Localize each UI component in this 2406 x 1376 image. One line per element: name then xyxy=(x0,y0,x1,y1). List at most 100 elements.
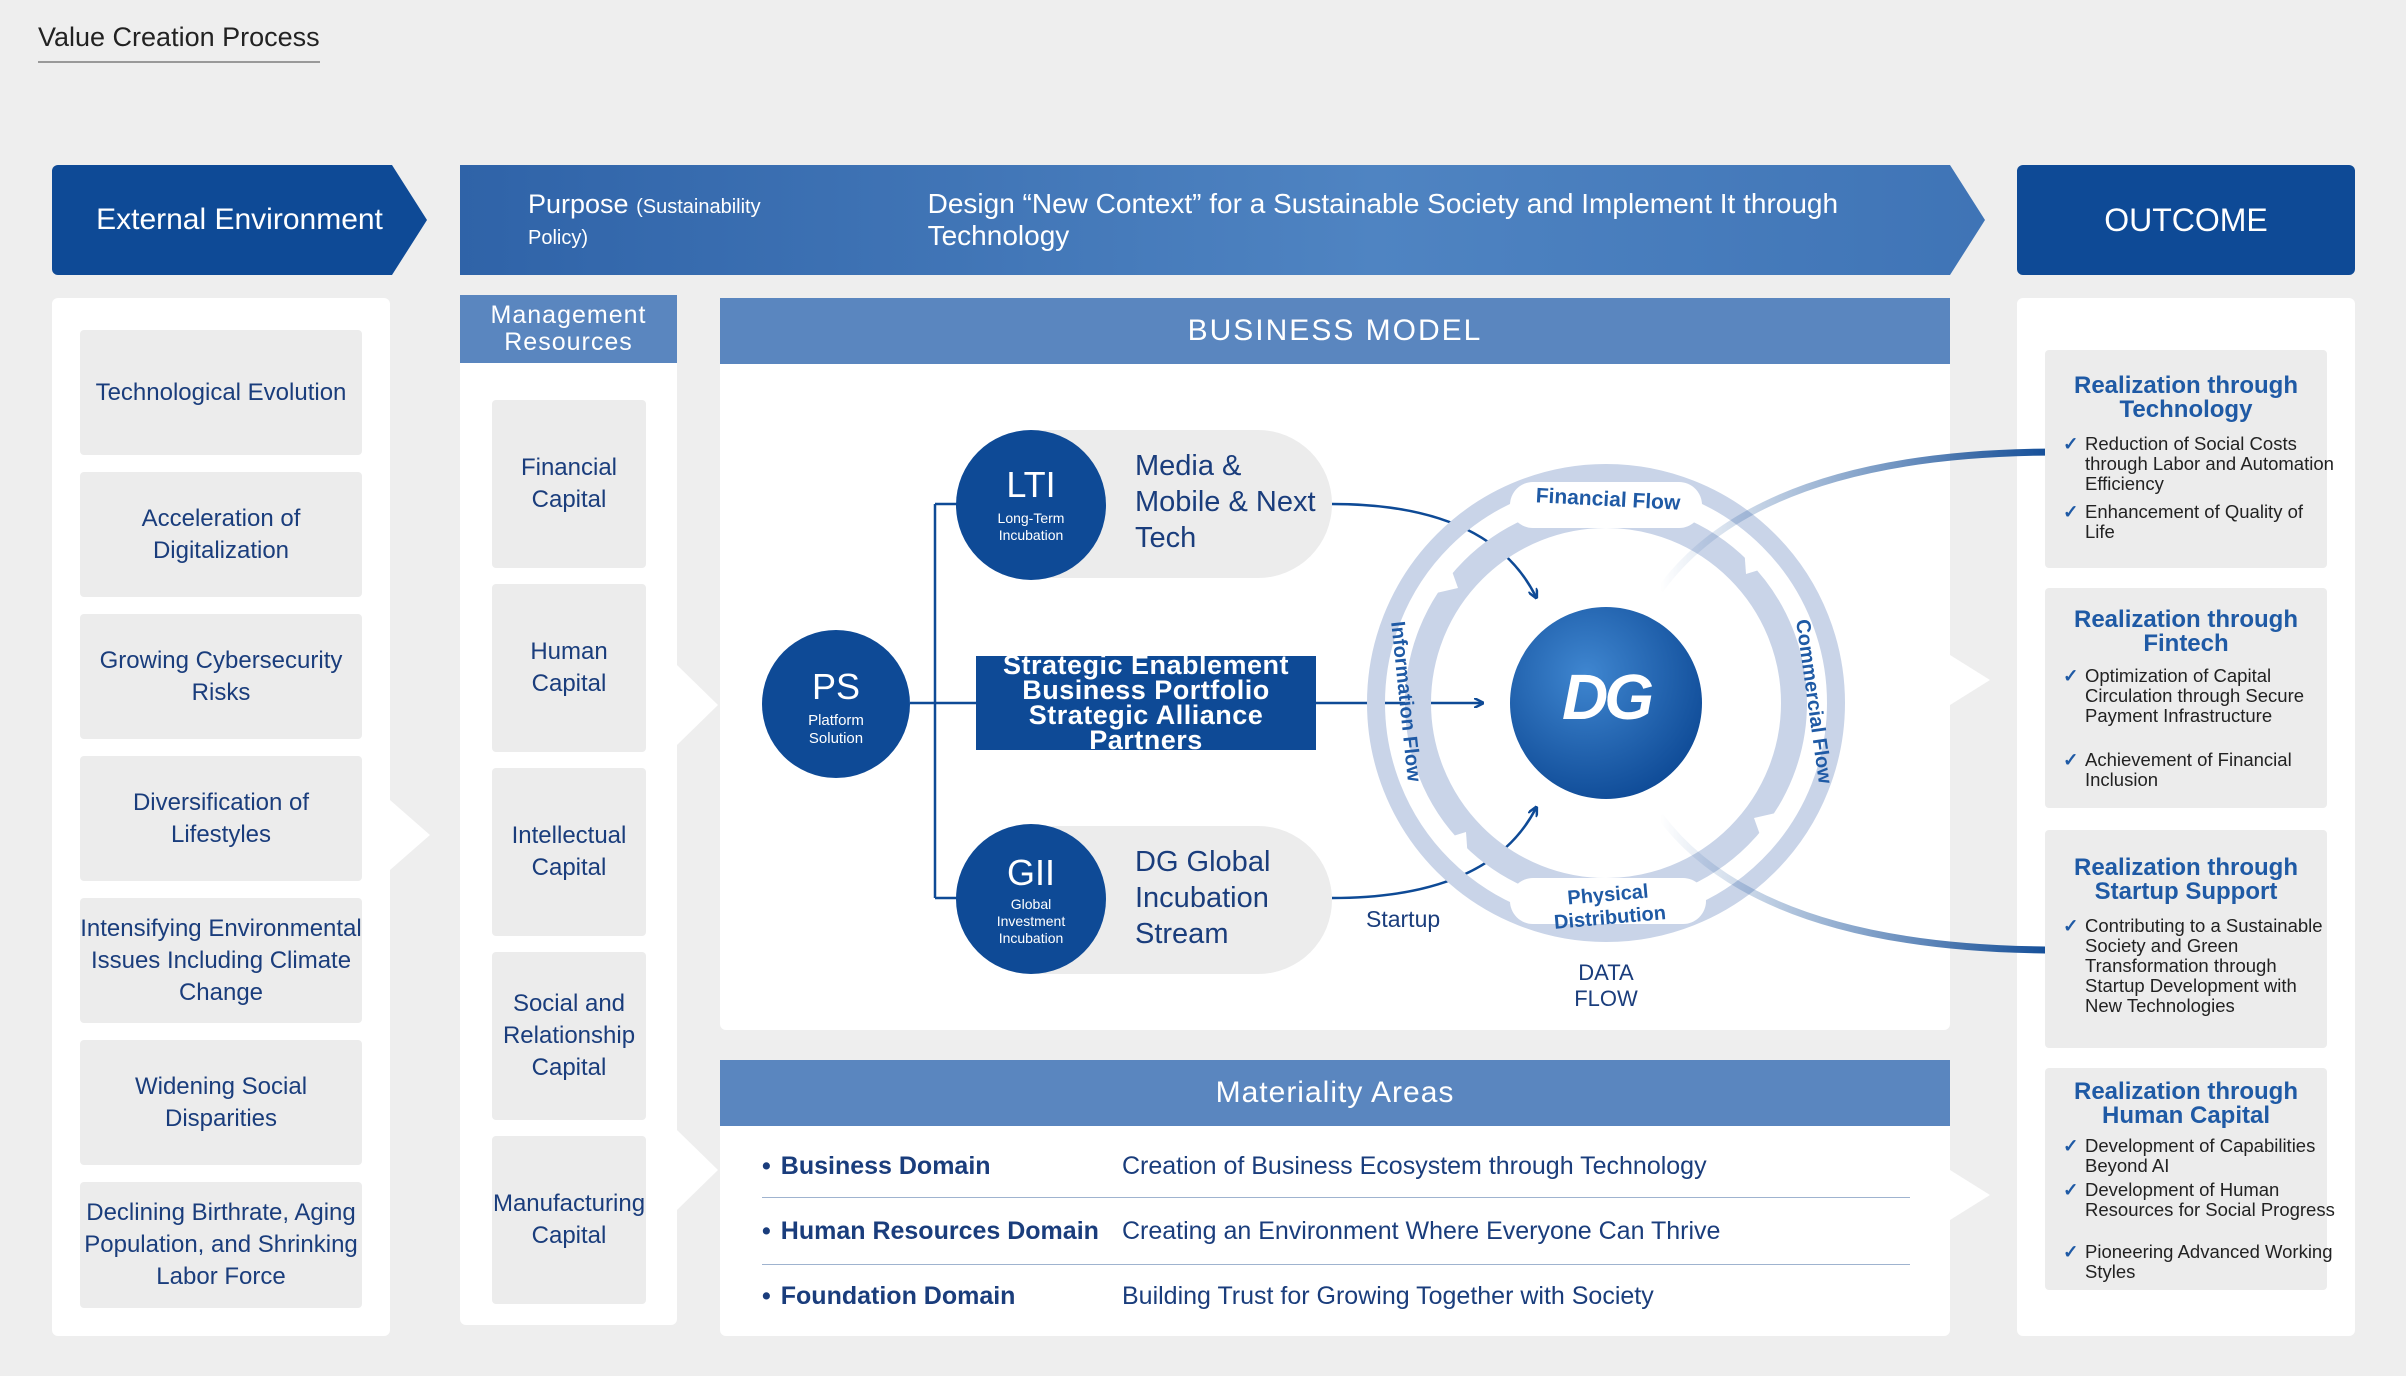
purpose-sub: (Sustainability Policy) xyxy=(528,196,761,249)
outcome-check-item: ✓ Reduction of Social Costs through Labor… xyxy=(2063,434,2335,494)
outcome-title-line: Startup Support xyxy=(2094,878,2278,905)
outcome-title-line: Realization through xyxy=(2074,606,2298,633)
lti-desc: Media & Mobile & Next Tech xyxy=(1135,450,1316,554)
business-model-header: BUSINESS MODEL xyxy=(720,298,1950,364)
gii-name: Global Investment Incubation xyxy=(996,896,1066,946)
external-item: Widening Social Disparities xyxy=(80,1040,362,1165)
outcome-header: OUTCOME xyxy=(2017,165,2355,275)
materiality-desc: Creation of Business Ecosystem through T… xyxy=(1122,1151,1707,1180)
management-item: Financial Capital xyxy=(492,400,646,568)
lti-node: LTI Long-Term Incubation xyxy=(956,430,1106,580)
outcome-title-line: Realization through xyxy=(2074,372,2298,399)
connector-mr-to-bm xyxy=(677,665,718,745)
outcome-check-text: Development of Capabilities Beyond AI xyxy=(2085,1135,2316,1176)
materiality-domain: Foundation Domain xyxy=(762,1282,1122,1311)
outcome-title-line: Human Capital xyxy=(2101,1102,2271,1129)
outcome-check-item: ✓ Development of Capabilities Beyond AI xyxy=(2063,1136,2335,1176)
ring-arrow xyxy=(1754,812,1780,846)
startup-label: Startup xyxy=(1366,906,1441,932)
lti-abbr: LTI xyxy=(1006,464,1056,505)
management-item: Manufacturing Capital xyxy=(492,1136,646,1304)
check-icon: ✓ xyxy=(2063,433,2079,454)
purpose-label-text: Purpose xyxy=(528,189,629,219)
materiality-domain: Business Domain xyxy=(762,1152,1122,1181)
outcome-arrow-3 xyxy=(1657,813,2086,967)
outcome-check-item: ✓ Optimization of Capital Circulation thr… xyxy=(2063,666,2335,726)
management-header: Management Resources xyxy=(460,295,677,363)
external-item: Declining Birthrate, Aging Population, a… xyxy=(80,1182,362,1308)
check-icon: ✓ xyxy=(2063,1135,2079,1156)
management-item: Intellectual Capital xyxy=(492,768,646,936)
materiality-row: Business Domain Creation of Business Eco… xyxy=(762,1134,1910,1198)
materiality-divider xyxy=(762,1197,1910,1198)
dg-logo-text: DG xyxy=(1562,661,1654,733)
connector-mr-to-mat xyxy=(677,1130,718,1210)
materiality-domain: Human Resources Domain xyxy=(762,1217,1122,1246)
outcome-check-item: ✓Development of Human Resources for Soci… xyxy=(2063,1180,2335,1220)
business-model-panel xyxy=(720,298,1950,1030)
purpose-text: Design “New Context” for a Sustainable S… xyxy=(927,188,1839,251)
physical-flow-pill xyxy=(1510,878,1706,924)
connector-mat-to-out xyxy=(1950,1170,1990,1220)
page-title: Value Creation Process xyxy=(38,22,320,63)
check-icon: ✓ xyxy=(2063,501,2079,522)
ring-arrow xyxy=(1432,560,1458,594)
outcome-check-item: ✓ Contributing to a Sustainable Society a… xyxy=(2063,916,2335,1016)
ps-node: PS Platform Solution xyxy=(762,630,910,778)
strategic-line: Business Portfolio xyxy=(1022,675,1270,705)
dg-logo-circle xyxy=(1510,607,1702,799)
strategic-box: Strategic Enablement Business Portfolio … xyxy=(976,650,1316,755)
outcome-arrow-1 xyxy=(1657,435,2086,593)
materiality-desc: Creating an Environment Where Everyone C… xyxy=(1122,1216,1721,1245)
outcome-title-line: Realization through xyxy=(2074,854,2298,881)
outcome-check-item: ✓ Achievement of Financial Inclusion xyxy=(2063,750,2335,790)
strategic-line: Strategic Enablement xyxy=(1002,650,1290,680)
management-item: Social and Relationship Capital xyxy=(492,952,646,1120)
check-icon: ✓ xyxy=(2063,749,2079,770)
connector-bm-to-out xyxy=(1950,655,1990,705)
materiality-divider xyxy=(762,1264,1910,1265)
outcome-check-text: Pioneering Advanced Working Styles xyxy=(2085,1241,2333,1282)
ring-arrow xyxy=(1744,546,1772,574)
outcome-check-text: Reduction of Social Costs through Labor … xyxy=(2085,433,2334,494)
check-icon: ✓ xyxy=(2063,915,2079,936)
external-item: Acceleration of Digitalization xyxy=(80,472,362,597)
outcome-title-line: Fintech xyxy=(2143,630,2229,657)
ps-abbr: PS xyxy=(811,666,861,707)
outcome-check-text: Contributing to a Sustainable Society an… xyxy=(2085,915,2323,1016)
materiality-row: Foundation Domain Building Trust for Gro… xyxy=(762,1264,1910,1328)
materiality-header: Materiality Areas xyxy=(720,1060,1950,1126)
gii-desc: DG Global Incubation Stream xyxy=(1135,846,1271,950)
lti-name: Long-Term Incubation xyxy=(997,510,1065,543)
strategic-line: Strategic Alliance Partners xyxy=(1028,700,1264,755)
materiality-desc: Building Trust for Growing Together with… xyxy=(1122,1281,1654,1310)
financial-flow-pill xyxy=(1510,482,1702,528)
external-item: Intensifying Environmental Issues Includ… xyxy=(80,898,362,1023)
management-item: Human Capital xyxy=(492,584,646,752)
external-environment-header: External Environment xyxy=(52,165,427,275)
connector-ext-to-mr xyxy=(390,800,430,870)
outcome-check-item: ✓ Pioneering Advanced Working Styles xyxy=(2063,1242,2335,1282)
external-item: Growing Cybersecurity Risks xyxy=(80,614,362,739)
outcome-check-text: Achievement of Financial Inclusion xyxy=(2085,749,2292,790)
check-icon: ✓ xyxy=(2063,665,2079,686)
materiality-row: Human Resources Domain Creating an Envir… xyxy=(762,1199,1910,1263)
check-icon: ✓ xyxy=(2063,1179,2079,1200)
ps-name: Platform Solution xyxy=(808,712,864,747)
gii-abbr: GII xyxy=(1006,852,1055,893)
outcome-title-line: Realization through xyxy=(2074,1078,2298,1105)
external-item: Technological Evolution xyxy=(80,330,362,455)
data-flow-label: DATA FLOW xyxy=(1574,960,1638,1011)
check-icon: ✓ xyxy=(2063,1241,2079,1262)
outcome-check-text: Optimization of Capital Circulation thro… xyxy=(2085,665,2305,726)
gii-node: GII Global Investment Incubation xyxy=(956,824,1106,974)
external-item: Diversification of Lifestyles xyxy=(80,756,362,881)
